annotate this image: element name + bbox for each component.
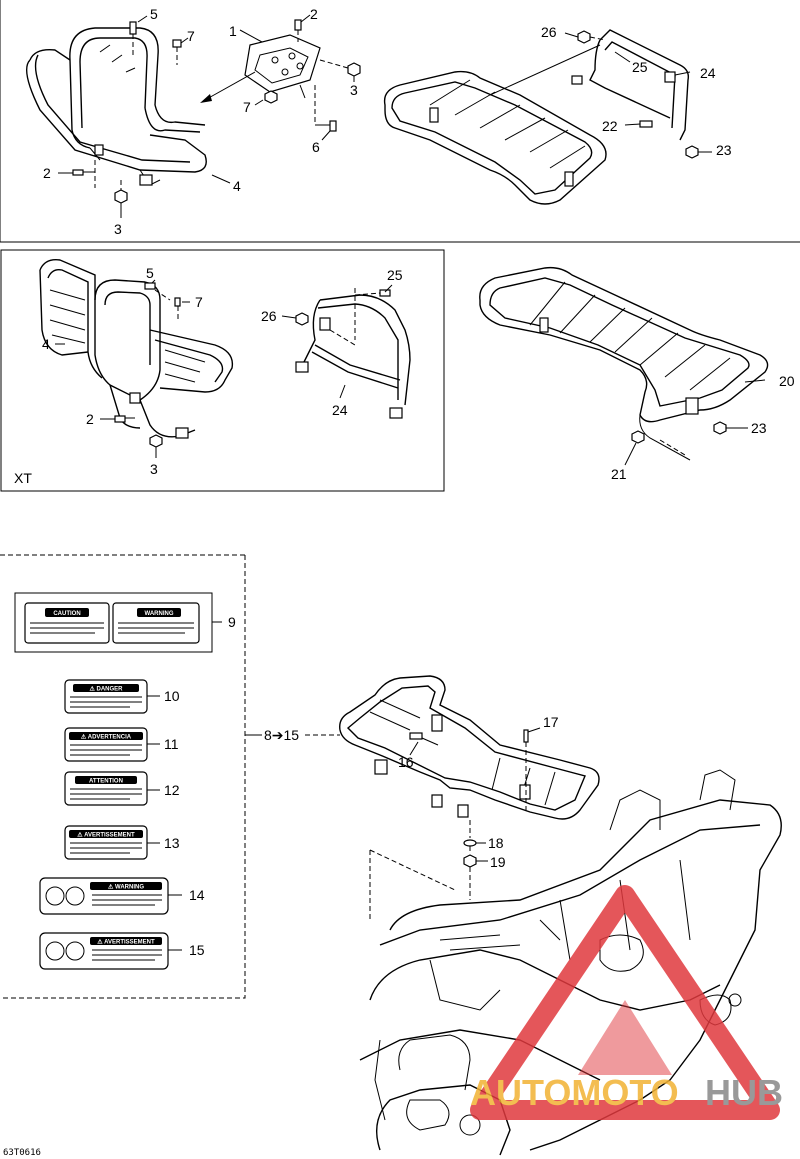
callout-2-top-left: 2	[43, 165, 51, 181]
decal-10: ⚠ DANGER	[64, 679, 148, 714]
callout-26-top: 26	[541, 24, 557, 40]
callout-26-xt: 26	[261, 308, 277, 324]
callout-7-xt: 7	[195, 294, 203, 310]
callout-5-xt: 5	[146, 265, 154, 281]
decal-13-label: ⚠ AVERTISSEMENT	[77, 832, 135, 839]
callout-4-xt: 4	[42, 336, 50, 352]
decal-11-label: ⚠ ADVERTENCIA	[81, 734, 132, 741]
callout-9: 9	[228, 614, 236, 630]
front-bumper-top	[26, 27, 207, 186]
automotohub-watermark: AUTOMOTO HUB	[470, 885, 783, 1120]
decal-callout-leaders	[147, 621, 340, 951]
arrow-head-icon	[200, 94, 212, 103]
decal-14: ⚠ WARNING	[39, 877, 169, 915]
callout-6: 6	[312, 139, 320, 155]
callout-13: 13	[164, 835, 180, 851]
decal-11: ⚠ ADVERTENCIA	[64, 727, 148, 762]
direction-arrow	[204, 71, 256, 101]
decal-caution-label: CAUTION	[53, 611, 80, 617]
callout-12: 12	[164, 782, 180, 798]
decal-12-label: ATTENTION	[89, 779, 123, 785]
decal-14-label: ⚠ WARNING	[108, 884, 144, 891]
fasteners-xt-left	[114, 282, 181, 448]
rear-rack-xt-20	[479, 266, 769, 461]
callout-5-top: 5	[150, 6, 158, 22]
callout-16: 16	[398, 754, 414, 770]
callout-20: 20	[779, 373, 795, 389]
callout-11: 11	[164, 736, 179, 752]
callout-17: 17	[543, 714, 559, 730]
callout-19: 19	[490, 854, 506, 870]
callout-3-top-left: 3	[114, 221, 122, 237]
watermark-text-a: AUTOMOTO	[470, 1072, 679, 1113]
front-bumper-xt	[39, 259, 234, 439]
decal-12: ATTENTION	[64, 771, 148, 806]
xt-section-label: XT	[14, 470, 32, 486]
callout-23-top: 23	[716, 142, 732, 158]
callout-25-top: 25	[632, 59, 648, 75]
decal-13: ⚠ AVERTISSEMENT	[64, 825, 148, 860]
decal-warning-label: WARNING	[145, 611, 174, 617]
decal-9-panel: CAUTION WARNING	[14, 592, 213, 653]
top-panel-frame	[0, 0, 800, 243]
mounting-bracket-1	[244, 19, 361, 132]
xt-panel-frame	[0, 249, 445, 492]
callout-3-xt: 3	[150, 461, 158, 477]
callout-21: 21	[611, 466, 627, 482]
rear-bracket-xt	[295, 288, 411, 419]
callout-7-top: 7	[187, 28, 195, 44]
callout-1: 1	[229, 23, 237, 39]
decal-10-label: ⚠ DANGER	[89, 686, 123, 693]
footer-code: 63T0616	[3, 1148, 41, 1158]
decal-15: ⚠ AVERTISSEMENT	[39, 932, 169, 970]
callout-24-xt: 24	[332, 402, 348, 418]
callout-8-to-15: 8➔15	[264, 727, 299, 743]
decal-15-label: ⚠ AVERTISSEMENT	[97, 939, 155, 946]
callout-22: 22	[602, 118, 618, 134]
callout-18: 18	[488, 835, 504, 851]
watermark-text-b: HUB	[705, 1072, 783, 1113]
rear-rack-bottom	[339, 675, 600, 920]
callout-25-xt: 25	[387, 267, 403, 283]
rear-bracket-24	[571, 29, 699, 159]
decal-panel-frame	[1, 555, 246, 999]
callout-2-top-right: 2	[310, 6, 318, 22]
callout-15: 15	[189, 942, 205, 958]
rear-rack-top	[383, 44, 607, 205]
callout-2-xt: 2	[86, 411, 94, 427]
callout-7-mid: 7	[243, 99, 251, 115]
fasteners-top-left	[72, 21, 182, 204]
callout-23-xt: 23	[751, 420, 767, 436]
callout-leaders	[55, 14, 766, 862]
callout-4-top: 4	[233, 178, 241, 194]
watermark-triangle-icon	[470, 885, 780, 1120]
callout-14: 14	[189, 887, 205, 903]
callout-24-top: 24	[700, 65, 716, 81]
callout-numbers: 5 7 1 2 3 7 6 2 4 3 26 25 24 22 23 5 7 4…	[14, 6, 795, 958]
callout-10: 10	[164, 688, 180, 704]
callout-3-top-right: 3	[350, 82, 358, 98]
